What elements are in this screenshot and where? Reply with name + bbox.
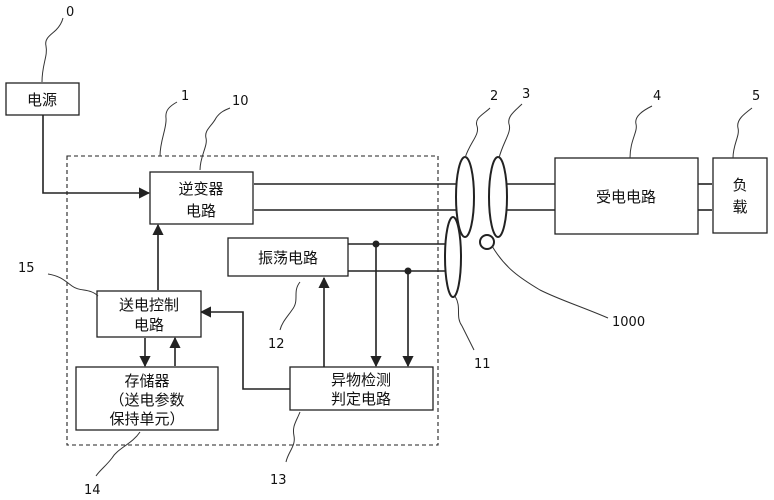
ref-15: 15 — [18, 261, 35, 276]
power-source-label: 电源 — [27, 91, 57, 109]
rx-circuit-block — [554, 157, 699, 235]
leader-4 — [629, 105, 653, 159]
oscillator-label: 振荡电路 — [258, 249, 318, 267]
ref-0: 0 — [66, 5, 74, 20]
foreign-detect-label-2: 判定电路 — [331, 390, 391, 408]
ref-10: 10 — [232, 94, 249, 109]
leader-3 — [498, 103, 523, 159]
leader-1000 — [491, 245, 609, 319]
ref-4: 4 — [653, 89, 661, 104]
receive-coil-3 — [488, 156, 508, 238]
tx-control-block — [96, 290, 202, 338]
storage-label-1: 存储器 — [124, 372, 169, 390]
leader-1 — [159, 101, 178, 157]
ref-13: 13 — [270, 473, 287, 488]
leader-2 — [464, 107, 491, 159]
transmit-coil-2 — [455, 156, 475, 238]
foreign-detect-block — [289, 366, 434, 411]
ref-2: 2 — [490, 89, 498, 104]
leader-11 — [454, 295, 475, 351]
oscillator-block — [227, 237, 349, 277]
foreign-detect-label-1: 异物检测 — [331, 371, 391, 389]
storage-label-2: （送电参数 — [109, 391, 184, 409]
ref-1000: 1000 — [612, 315, 645, 330]
leader-5 — [732, 107, 753, 159]
ref-1: 1 — [181, 89, 189, 104]
ref-3: 3 — [522, 87, 530, 102]
storage-block — [75, 366, 219, 431]
ref-12: 12 — [268, 337, 285, 352]
tx-control-label-1: 送电控制 — [119, 296, 179, 314]
detection-coil-11 — [444, 216, 462, 298]
junction-dot-1 — [372, 240, 380, 248]
power-source-block — [5, 82, 80, 116]
leader-12 — [279, 281, 301, 331]
junction-dot-2 — [404, 267, 412, 275]
ref-5: 5 — [752, 89, 760, 104]
leader-0 — [41, 17, 64, 83]
ref-14: 14 — [84, 483, 101, 498]
storage-label-3: 保持单元） — [109, 410, 184, 428]
leader-13 — [285, 411, 301, 463]
ref-11: 11 — [474, 357, 491, 372]
load-label-1: 负 — [732, 176, 747, 194]
wire-power-to-inverter — [42, 114, 151, 199]
inverter-label-2: 电路 — [186, 202, 216, 220]
tx-control-label-2: 电路 — [134, 316, 164, 334]
wire-detect-to-control — [199, 306, 298, 390]
inverter-block — [149, 171, 254, 225]
leader-15 — [47, 273, 99, 297]
inverter-label-1: 逆变器 — [178, 180, 223, 198]
leader-14 — [95, 431, 141, 477]
leader-10 — [199, 107, 231, 171]
foreign-object-1000 — [479, 234, 495, 250]
load-label-2: 载 — [732, 198, 747, 216]
load-block — [712, 157, 768, 234]
transmitter-enclosure — [66, 155, 439, 446]
rx-circuit-label: 受电电路 — [596, 188, 656, 206]
